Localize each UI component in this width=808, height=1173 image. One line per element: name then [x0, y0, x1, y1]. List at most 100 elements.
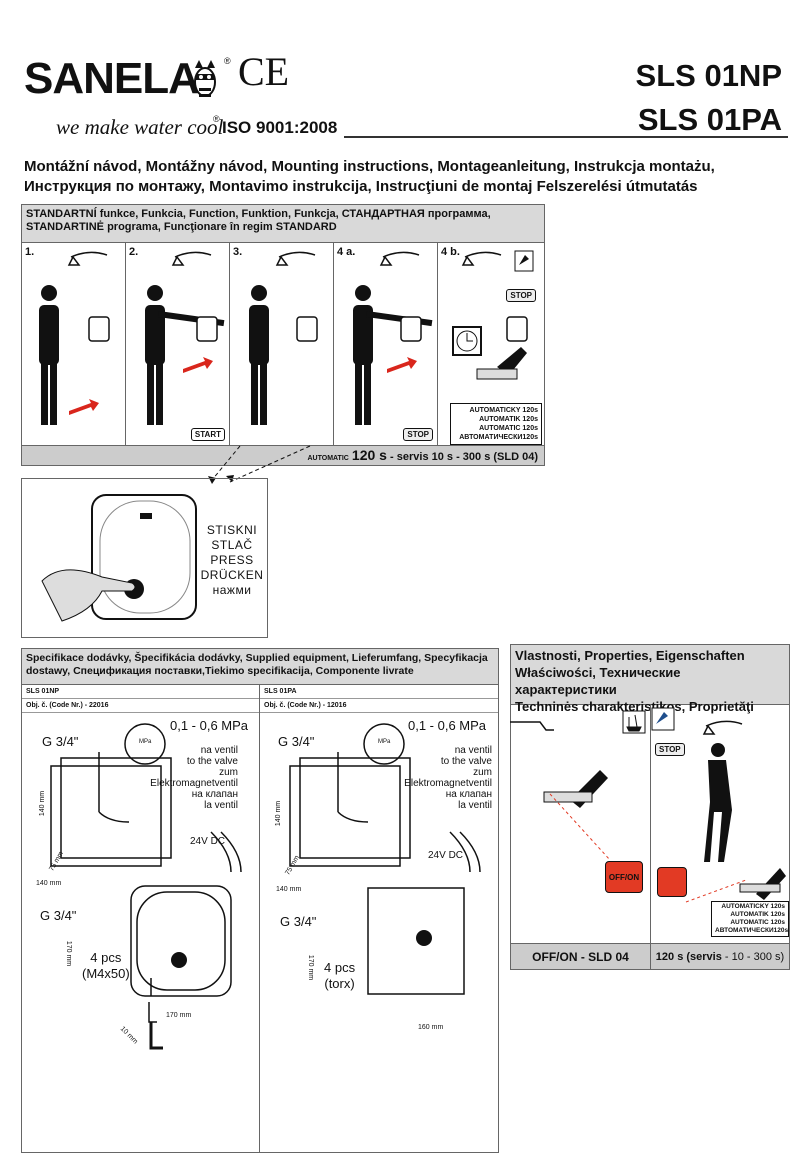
- dim-height: 140 mm: [39, 790, 47, 817]
- press-label: PRESS: [210, 553, 254, 567]
- spray-icon: [651, 707, 675, 731]
- spray-icon: [514, 250, 534, 272]
- gauge-unit: MPa: [378, 739, 391, 745]
- model-label: SLS 01PA: [260, 685, 498, 699]
- supply-columns: SLS 01NP Obj. č. (Code Nr.) - 22016 SLS …: [22, 685, 498, 1152]
- iso-cert: ISO 9001:2008: [222, 118, 338, 137]
- tagline-mark: ®: [213, 114, 220, 124]
- pressure-label: 0,1 - 0,6 MPa: [408, 718, 487, 733]
- thread-label-bottom: G 3/4": [40, 908, 77, 923]
- person-icon: [145, 285, 225, 425]
- press-label: STLAČ: [211, 538, 253, 552]
- footer-right-main: 120 s (: [655, 951, 691, 963]
- title-line-1: Montážní návod, Montážny návod, Mounting…: [24, 158, 715, 175]
- gauge-unit: MPa: [139, 739, 152, 745]
- properties-box: Vlastnosti, Properties, Eigenschaften Wł…: [510, 644, 790, 970]
- panel-4b: 4 b. STOP AUTOMATICKY 120s AUTOMATIK 120…: [438, 243, 544, 445]
- valve-label: na ventil to the valve zum Elektromagnet…: [404, 745, 492, 811]
- screws-line: (torx): [324, 976, 355, 991]
- supply-right: SLS 01PA Obj. č. (Code Nr.) - 12016: [260, 685, 498, 1152]
- offon-label: OFF/ON: [608, 873, 640, 882]
- function-illustrations: [39, 250, 534, 425]
- thread-label-bottom: G 3/4": [280, 914, 317, 929]
- supply-left: SLS 01NP Obj. č. (Code Nr.) - 22016: [22, 685, 260, 1152]
- sensor-cover: [41, 494, 197, 622]
- auto-line: AUTOMATIC 120s: [730, 919, 785, 926]
- properties-left: OFF/ON: [511, 705, 651, 943]
- code-label: Obj. č. (Code Nr.) - 22016: [22, 699, 259, 713]
- supply-header: Specifikace dodávky, Špecifikácia dodávk…: [22, 649, 498, 685]
- properties-header-line-1: Vlastnosti, Properties, Eigenschaften: [515, 648, 745, 663]
- valve-line: на клапан: [445, 789, 492, 800]
- supply-header-line-2: dostawy, Спецификация поставки,Tiekimo s…: [26, 665, 414, 677]
- auto-label-box: AUTOMATICKY 120s AUTOMATIK 120s AUTOMATI…: [711, 901, 789, 937]
- screws-label: 4 pcs (M4x50): [82, 950, 130, 982]
- registered-mark: ®: [224, 56, 231, 66]
- thread-label-top: G 3/4": [42, 734, 79, 749]
- panel-2: 2. START: [126, 243, 230, 445]
- supply-header-line-1: Specifikace dodávky, Špecifikácia dodávk…: [26, 652, 488, 664]
- mop-bucket-icon: [622, 710, 646, 734]
- person-icon: [704, 743, 732, 862]
- properties-footer: OFF/ON - SLD 04 120 s (servis - 10 - 300…: [511, 943, 789, 969]
- hand-icon: [41, 569, 136, 622]
- properties-right: STOP AUTOMATICKY 120s AUTOMATIK 120s AUT…: [651, 705, 789, 943]
- supply-drawing-pa: [289, 723, 481, 995]
- page-title: Montážní návod, Montážny návod, Mounting…: [24, 157, 794, 197]
- valve-line: la ventil: [204, 800, 238, 811]
- auto-line: АВТОМАТИЧЕСКИ120s: [715, 927, 789, 934]
- model-label: SLS 01NP: [22, 685, 259, 699]
- gauge-icon: [363, 723, 405, 765]
- person-icon: [39, 285, 59, 425]
- footer-main: 120 s: [351, 447, 387, 463]
- panel-1: 1.: [22, 243, 126, 445]
- valve-line: to the valve: [440, 756, 492, 767]
- logo-wordmark: SANELA: [24, 54, 200, 103]
- auto-line: AUTOMATIC 120s: [479, 425, 538, 432]
- stop-button: STOP: [506, 289, 536, 302]
- thread-label-top: G 3/4": [278, 734, 315, 749]
- dim-width-2: 170 mm: [166, 1012, 192, 1019]
- dim-height-2: 170 mm: [65, 940, 73, 967]
- dim-height-2: 170 mm: [307, 954, 315, 981]
- offon-icon: OFF/ON: [605, 861, 643, 893]
- footer-rest: servis 10 s - 300 s (SLD 04): [396, 451, 538, 463]
- screws-line: (M4x50): [82, 966, 130, 981]
- press-label: нажми: [212, 583, 252, 597]
- supply-drawing-np: [50, 723, 242, 1050]
- press-box: STISKNI STLAČ PRESS DRÜCKEN нажми: [21, 478, 268, 638]
- auto-line: AUTOMATICKY 120s: [721, 903, 785, 910]
- footer-right-rest: - 10 - 300 s): [721, 951, 785, 963]
- person-icon: [249, 285, 269, 425]
- hand-icon: [476, 347, 527, 380]
- dim-width-2: 160 mm: [418, 1024, 444, 1031]
- valve-line: na ventil: [454, 745, 492, 756]
- press-label: DRÜCKEN: [200, 568, 264, 582]
- stop-button: STOP: [655, 743, 685, 756]
- properties-columns: OFF/ON STOP AUTOMATICKY 120s AUTOMATIK 1…: [511, 705, 789, 943]
- function-header-line-1: STANDARTNÍ funkce, Funkcia, Function, Fu…: [26, 208, 491, 220]
- properties-header-line-2: Właściwości, Технические характеристики: [515, 665, 681, 697]
- panel-label: 4 b.: [441, 246, 460, 258]
- panel-3: 3.: [230, 243, 334, 445]
- panel-label: 3.: [233, 246, 243, 258]
- footer-dash: -: [390, 451, 394, 463]
- model-np: SLS 01NP: [635, 58, 782, 93]
- title-line-2: Инструкция по монтажу, Montavimo instruk…: [24, 178, 698, 195]
- logo: SANELA ®: [24, 52, 231, 112]
- panel-label: 1.: [25, 246, 35, 258]
- supply-box: Specifikace dodávky, Špecifikácia dodávk…: [21, 648, 499, 1153]
- auto-line: AUTOMATIK 120s: [730, 911, 785, 918]
- pressure-label: 0,1 - 0,6 MPa: [170, 718, 249, 733]
- auto-line: АВТОМАТИЧЕСКИ120s: [459, 434, 538, 441]
- function-panels: 1. 2. START 3. 4 a. STOP 4 b. STOP AUTOM…: [22, 243, 544, 445]
- dashed-arrows: [208, 445, 311, 484]
- clock-icon: [657, 867, 687, 897]
- panel-label: 4 a.: [337, 246, 356, 258]
- dim-width: 140 mm: [276, 886, 302, 893]
- panel-label: 2.: [129, 246, 139, 258]
- raccoon-icon: [194, 60, 216, 97]
- person-icon: [353, 285, 433, 425]
- model-pa: SLS 01PA: [637, 102, 782, 137]
